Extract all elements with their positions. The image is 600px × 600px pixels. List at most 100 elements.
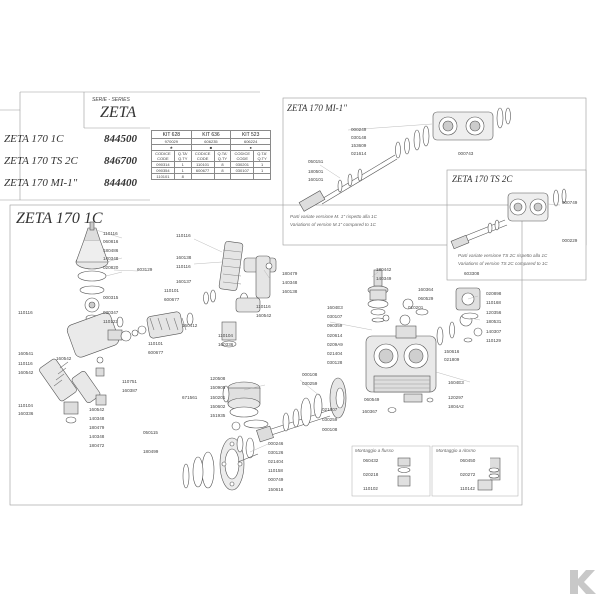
bottom-shaft-drawing xyxy=(182,377,347,491)
part-label: 110168 xyxy=(486,300,501,305)
part-label: 160101 xyxy=(308,177,324,182)
part-label: 150905 xyxy=(210,385,226,390)
part-label: 110102 xyxy=(363,486,378,491)
part-label: 110104 xyxy=(18,403,33,408)
ts-note-it: Parti variate versione TS 2C rispetto al… xyxy=(458,253,548,258)
part-label: 120508 xyxy=(210,376,226,381)
ts-note-en: Variations of version TS 2C compared to … xyxy=(458,261,548,266)
inset-frames xyxy=(351,445,519,497)
kit-col-qty: Q.TA' Q.TY xyxy=(253,150,271,162)
part-label: 030126 xyxy=(268,450,284,455)
part-label: 160138 xyxy=(282,289,298,294)
kit-cell xyxy=(213,173,232,180)
kit-title-3: KIT 523 xyxy=(230,130,271,139)
part-label: 150602 xyxy=(210,404,226,409)
mi-pump-drawing xyxy=(298,107,511,212)
right-pump-drawing xyxy=(365,269,483,413)
part-label: 140349 xyxy=(376,276,392,281)
part-label: 160412 xyxy=(182,323,198,328)
kit-col-code: CODICE CODE xyxy=(230,150,255,162)
part-label: 160541 xyxy=(18,351,34,356)
part-label: 020272 xyxy=(460,472,476,477)
part-label: 151935 xyxy=(210,413,226,418)
part-label: 150201 xyxy=(210,395,226,400)
kit-col-qty: Q.TA' Q.TY xyxy=(213,150,232,162)
serie-label: SERIE - SERIES xyxy=(92,97,130,103)
part-label: 110116 xyxy=(256,304,271,309)
part-label: 020218 xyxy=(363,472,379,477)
inset-fittings-drawing xyxy=(397,457,501,491)
part-label: 060549 xyxy=(364,397,380,402)
part-label: 000108 xyxy=(302,372,318,377)
part-label: 180499 xyxy=(143,449,159,454)
left-assembly-drawing xyxy=(39,221,132,424)
part-label: 050115 xyxy=(143,430,158,435)
part-label: 110116 xyxy=(176,233,191,238)
part-label: 000249 xyxy=(351,127,367,132)
part-label: 110101 xyxy=(148,341,163,346)
part-label: 110158 xyxy=(268,468,283,473)
center-manifold-drawing xyxy=(131,241,277,348)
part-label: 140348 xyxy=(282,280,298,285)
mi-box-title: ZETA 170 MI-1" xyxy=(287,103,347,113)
part-label: 000315 xyxy=(103,295,119,300)
part-label: 110129 xyxy=(486,338,501,343)
part-label: 021404 xyxy=(268,459,284,464)
part-label: 160542 xyxy=(256,313,272,318)
part-label: 000246 xyxy=(268,441,284,446)
part-label: 090359 xyxy=(327,323,343,328)
part-label: 110751 xyxy=(122,379,137,384)
part-label: 030259 xyxy=(322,417,338,422)
part-label: 030347 xyxy=(103,310,119,315)
inset-right-title: Montaggio a ritorno xyxy=(436,448,476,453)
part-label: 180479 xyxy=(282,271,298,276)
main-box-frame xyxy=(9,204,523,506)
series-name: ZETA xyxy=(100,104,137,121)
part-label: 110116 xyxy=(103,231,118,236)
main-title: ZETA 170 1C xyxy=(16,210,103,227)
part-label: 110104 xyxy=(218,333,233,338)
leader-lines xyxy=(95,123,561,453)
part-label: 160542 xyxy=(56,356,72,361)
part-label: 600677 xyxy=(164,297,180,302)
part-label: 110142 xyxy=(460,486,475,491)
part-label: 110101 xyxy=(164,288,179,293)
kit-cell xyxy=(190,173,215,180)
part-label: 160364 xyxy=(418,287,434,292)
part-label: 060816 xyxy=(103,239,119,244)
ts-pump-drawing xyxy=(450,188,567,250)
part-label: 160336 xyxy=(218,342,234,347)
series-box-frame xyxy=(0,91,260,201)
part-label: 140348 xyxy=(103,256,119,261)
part-label: 030128 xyxy=(327,360,343,365)
part-label: 180531 xyxy=(486,319,502,324)
part-label: 060450 xyxy=(460,458,476,463)
kit-table: KIT 628 KIT 636 KIT 523 970029 606235 60… xyxy=(151,130,271,180)
part-label: 021614 xyxy=(351,151,367,156)
part-label: 020614 xyxy=(327,333,343,338)
part-label: 110116 xyxy=(176,264,191,269)
part-label: 060432 xyxy=(363,458,379,463)
part-label: 020820 xyxy=(103,265,119,270)
kit-title-2: KIT 636 xyxy=(190,130,232,139)
part-label: 160387 xyxy=(122,388,138,393)
part-label: 021404 xyxy=(327,351,343,356)
part-label: 110123 xyxy=(103,319,118,324)
part-label: 110116 xyxy=(18,310,33,315)
part-label: 603308 xyxy=(464,271,480,276)
part-label: 120356 xyxy=(486,310,502,315)
part-label: 050151 xyxy=(308,159,324,164)
part-label: 160367 xyxy=(362,409,378,414)
part-label: 160138 xyxy=(176,255,192,260)
part-label: 600677 xyxy=(148,350,164,355)
part-label: 180442 xyxy=(376,267,392,272)
model-name-1: ZETA 170 1C xyxy=(4,133,64,145)
part-label: 180486 xyxy=(103,248,119,253)
kit-col-qty: Q.TA' Q.TY xyxy=(173,150,192,162)
part-label: 160336 xyxy=(18,411,34,416)
part-label: 021807 xyxy=(322,407,338,412)
model-name-3: ZETA 170 MI-1" xyxy=(4,177,78,189)
part-label: 160542 xyxy=(89,407,105,412)
part-label: 180472 xyxy=(89,443,105,448)
